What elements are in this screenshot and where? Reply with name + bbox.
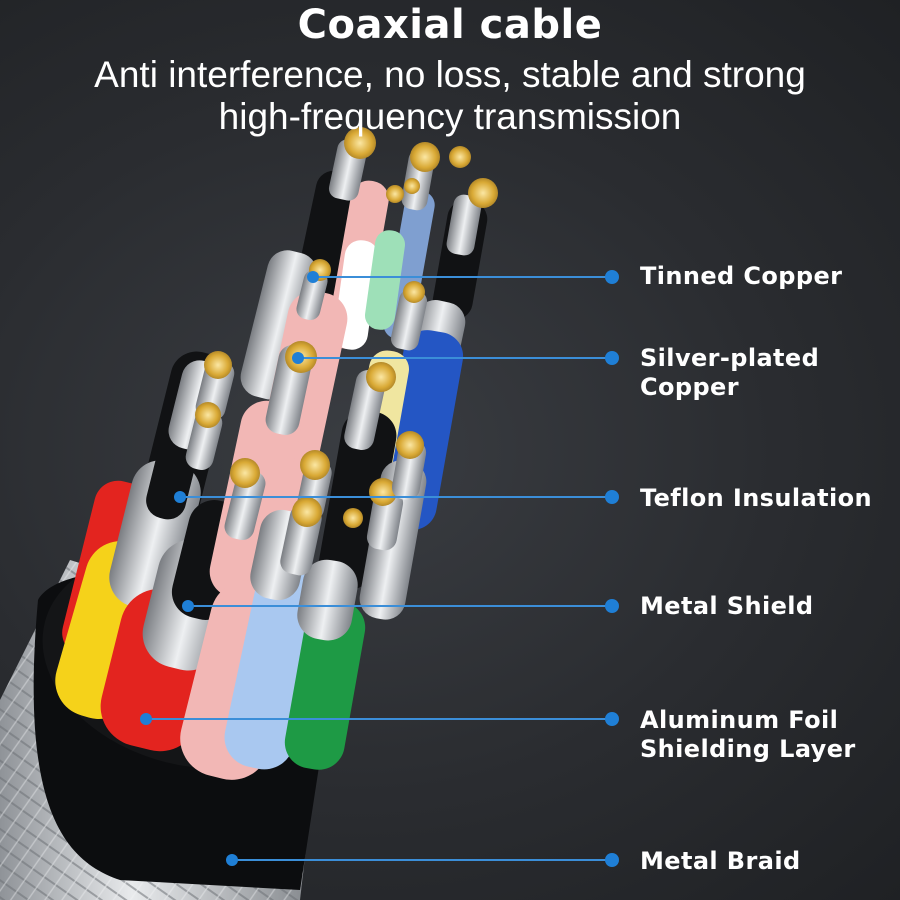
- callout-end-dot: [605, 853, 619, 867]
- callout-text-line-2: Shielding Layer: [640, 735, 856, 763]
- callout-text: Silver-plated: [640, 344, 820, 372]
- callout-label-aluminum-foil: Aluminum Foil Shielding Layer: [640, 706, 856, 764]
- callout-label-metal-shield: Metal Shield: [640, 592, 814, 621]
- callout-start-dot: [307, 271, 319, 283]
- callout-label-tinned-copper: Tinned Copper: [640, 262, 842, 291]
- callout-text-line-2: Copper: [640, 373, 739, 401]
- callout-start-dot: [140, 713, 152, 725]
- callout-start-dot: [182, 600, 194, 612]
- callout-end-dot: [605, 270, 619, 284]
- callout-end-dot: [605, 351, 619, 365]
- callout-lines: [146, 276, 612, 861]
- callout-dots: [140, 270, 619, 867]
- callout-start-dot: [174, 491, 186, 503]
- callout-label-silver-plated-copper: Silver-plated Copper: [640, 344, 819, 402]
- callout-label-teflon-insulation: Teflon Insulation: [640, 484, 872, 513]
- callout-text: Metal Shield: [640, 592, 814, 620]
- callout-text: Aluminum Foil: [640, 706, 839, 734]
- page-title: Coaxial cable: [297, 2, 603, 48]
- callout-end-dot: [605, 490, 619, 504]
- subtitle-line-2: high-frequency transmission: [218, 96, 682, 137]
- copper-conductors: [185, 127, 498, 576]
- callout-text: Tinned Copper: [640, 262, 843, 290]
- callout-label-metal-braid: Metal Braid: [640, 847, 801, 876]
- callout-text: Teflon Insulation: [640, 484, 872, 512]
- callout-start-dot: [226, 854, 238, 866]
- callout-start-dot: [292, 352, 304, 364]
- callout-text: Metal Braid: [640, 847, 801, 875]
- callout-end-dot: [605, 599, 619, 613]
- page-subtitle: Anti interference, no loss, stable and s…: [0, 54, 900, 138]
- subtitle-line-1: Anti interference, no loss, stable and s…: [94, 54, 806, 95]
- callout-end-dot: [605, 712, 619, 726]
